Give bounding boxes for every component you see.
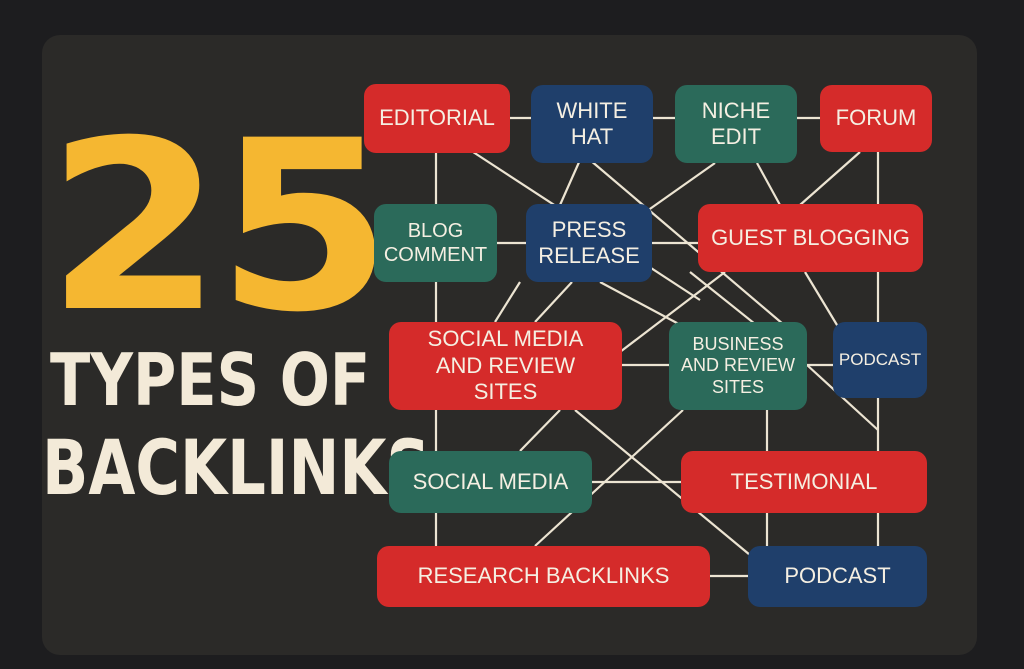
node-editorial: EDITORIAL [364,84,510,153]
node-business-and-review-sites: BUSINESS AND REVIEW SITES [669,322,807,410]
node-guest-blogging: GUEST BLOGGING [698,204,923,272]
node-research-backlinks: RESEARCH BACKLINKS [377,546,710,607]
node-podcast: PODCAST [748,546,927,607]
title-number: 25 [46,91,393,364]
node-blog-comment: BLOG COMMENT [374,204,497,282]
node-social-media-and-review-sites: SOCIAL MEDIA AND REVIEW SITES [389,322,622,410]
title-line-2: BACKLINKS [42,423,431,512]
node-podcast-small: PODCAST [833,322,927,398]
node-niche-edit: NICHE EDIT [675,85,797,163]
node-forum: FORUM [820,85,932,152]
node-testimonial: TESTIMONIAL [681,451,927,513]
node-white-hat: WHITE HAT [531,85,653,163]
title-line-1: TYPES OF [50,338,371,422]
node-press-release: PRESS RELEASE [526,204,652,282]
node-social-media: SOCIAL MEDIA [389,451,592,513]
